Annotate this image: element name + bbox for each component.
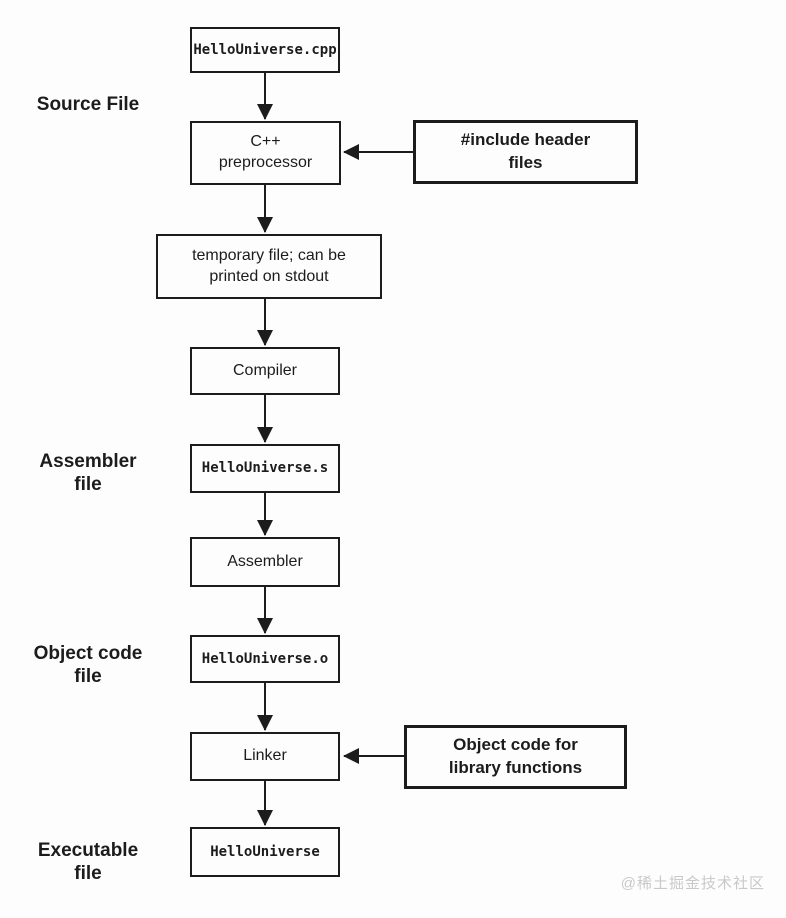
stage-label-object: Object code file [33,643,143,688]
node-preprocessor: C++ preprocessor [190,121,341,185]
watermark: @稀土掘金技术社区 [620,875,765,892]
node-library-objects: Object code for library functions [404,725,627,789]
node-assembler-file: HelloUniverse.s [190,444,340,493]
node-assembler: Assembler [190,537,340,587]
stage-label-source: Source File [36,94,140,115]
node-executable: HelloUniverse [190,827,340,877]
node-source-file: HelloUniverse.cpp [190,27,340,73]
stage-label-executable: Executable file [37,840,139,885]
node-compiler: Compiler [190,347,340,395]
stage-label-assembler: Assembler file [39,451,137,496]
node-temp-file: temporary file; can be printed on stdout [156,234,382,299]
node-linker: Linker [190,732,340,781]
node-include-headers: #include header files [413,120,638,184]
node-object-file: HelloUniverse.o [190,635,340,683]
